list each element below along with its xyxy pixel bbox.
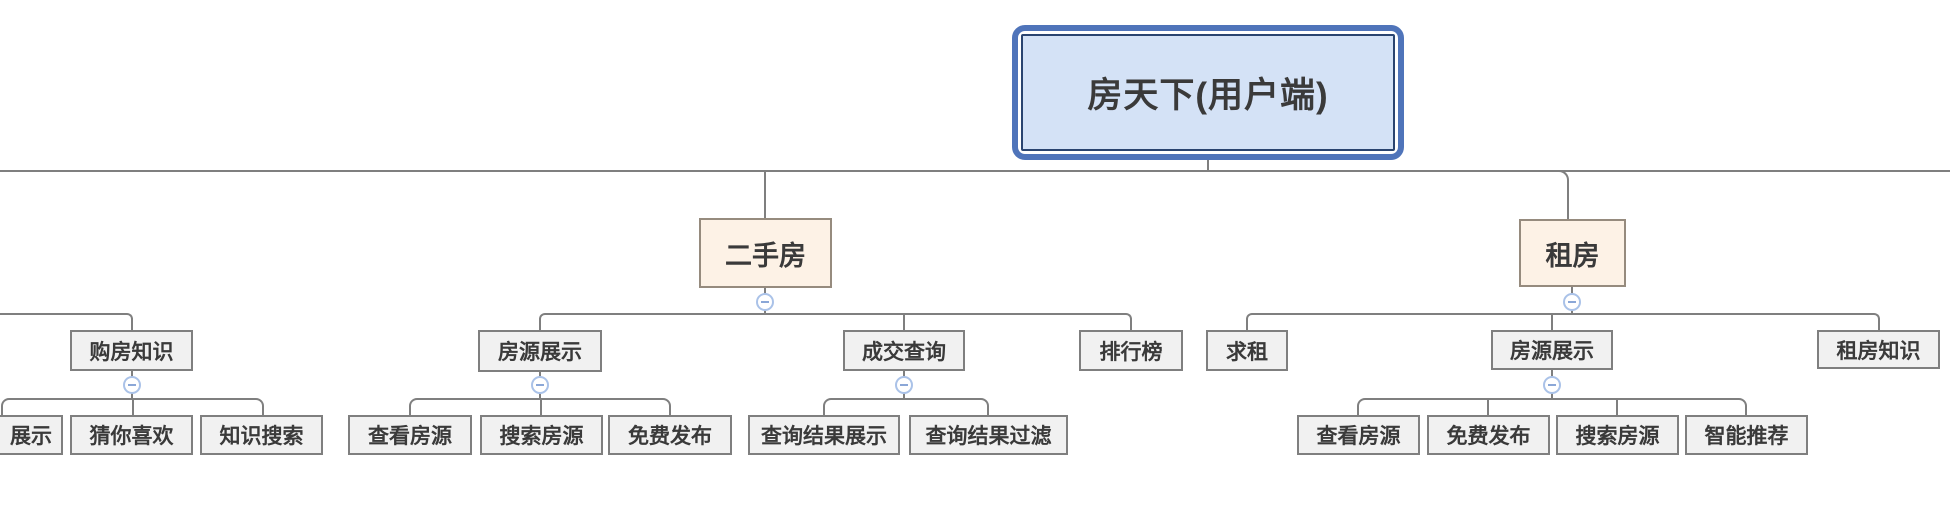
node-label: 知识搜索 <box>219 425 304 448</box>
node-zhishisousuo[interactable]: 知识搜索 <box>200 415 323 455</box>
node-chaxunjieguoguolv[interactable]: 查询结果过滤 <box>909 415 1068 455</box>
node-mianfeifabu-zufang[interactable]: 免费发布 <box>1427 415 1550 455</box>
connector <box>1556 170 1569 183</box>
node-chakanfangyuan-esf[interactable]: 查看房源 <box>348 415 472 455</box>
node-cainixihuan[interactable]: 猜你喜欢 <box>70 415 193 455</box>
node-chaxunjieguozhanshi[interactable]: 查询结果展示 <box>748 415 900 455</box>
minus-icon <box>536 384 544 386</box>
node-goufangzhishi[interactable]: 购房知识 <box>70 330 193 371</box>
collapse-button-goufangzhishi[interactable] <box>123 376 141 394</box>
node-label: 房源展示 <box>1510 340 1594 363</box>
node-sousuofangyuan-esf[interactable]: 搜索房源 <box>480 415 603 455</box>
connector <box>1616 398 1618 415</box>
node-label: 查询结果过滤 <box>925 425 1052 448</box>
node-fangyuanzhanshi-zufang[interactable]: 房源展示 <box>1491 330 1613 370</box>
connector <box>1207 160 1209 171</box>
collapse-button-fangyuanzhanshi-zufang[interactable] <box>1543 376 1561 394</box>
node-mianfeifabu-esf[interactable]: 免费发布 <box>608 415 732 455</box>
connector <box>0 170 1950 172</box>
minus-icon <box>761 301 769 303</box>
connector <box>1246 313 1880 330</box>
node-label: 搜索房源 <box>1575 425 1660 448</box>
collapse-button-chengjiaochaxun[interactable] <box>895 376 913 394</box>
node-label: 免费发布 <box>1446 425 1531 448</box>
node-zufang[interactable]: 租房 <box>1519 219 1626 287</box>
collapse-button-fangyuanzhanshi-esf[interactable] <box>531 376 549 394</box>
node-label: 排行榜 <box>1099 340 1163 364</box>
connector <box>1567 181 1569 219</box>
connector <box>132 398 134 415</box>
minus-icon <box>128 384 136 386</box>
node-label: 查看房源 <box>1316 425 1401 448</box>
node-label: 租房知识 <box>1836 339 1921 363</box>
minus-icon <box>900 384 908 386</box>
node-fangtianxia-root[interactable]: 房天下(用户端) <box>1012 25 1404 160</box>
node-label: 展示 <box>10 425 52 448</box>
node-zhinengtuijian[interactable]: 智能推荐 <box>1685 415 1808 455</box>
node-label: 查询结果展示 <box>761 425 887 448</box>
node-label: 二手房 <box>725 240 806 271</box>
node-zufangzhishi[interactable]: 租房知识 <box>1817 330 1940 369</box>
connector <box>1551 313 1553 330</box>
collapse-button-zufang[interactable] <box>1563 293 1581 311</box>
root-label: 房天下(用户端) <box>1021 34 1395 151</box>
node-chengjiaochaxun[interactable]: 成交查询 <box>843 330 965 371</box>
connector <box>903 313 905 330</box>
node-zhanshi-clipped[interactable]: 展示 <box>0 415 63 455</box>
connector <box>1487 398 1489 415</box>
node-label: 猜你喜欢 <box>89 425 174 448</box>
connector <box>764 170 766 218</box>
node-chakanfangyuan-zufang[interactable]: 查看房源 <box>1297 415 1420 455</box>
node-label: 搜索房源 <box>499 425 584 448</box>
node-label: 房源展示 <box>498 341 582 364</box>
node-qiuzu[interactable]: 求租 <box>1206 330 1288 371</box>
connector <box>0 313 133 330</box>
connector <box>540 398 542 415</box>
node-label: 购房知识 <box>89 340 174 364</box>
collapse-button-ershoufang[interactable] <box>756 293 774 311</box>
node-paihangbang[interactable]: 排行榜 <box>1079 330 1183 371</box>
minus-icon <box>1548 384 1556 386</box>
connector <box>1357 398 1747 415</box>
connector <box>823 398 989 415</box>
node-label: 成交查询 <box>862 340 946 364</box>
node-label: 租房 <box>1545 240 1600 271</box>
node-label: 免费发布 <box>628 425 712 448</box>
node-sousuofangyuan-zufang[interactable]: 搜索房源 <box>1556 415 1679 455</box>
node-label: 查看房源 <box>368 425 452 448</box>
node-fangyuanzhanshi-esf[interactable]: 房源展示 <box>478 330 602 372</box>
node-ershoufang[interactable]: 二手房 <box>699 218 832 288</box>
node-label: 求租 <box>1226 340 1268 364</box>
minus-icon <box>1568 301 1576 303</box>
connector <box>539 313 1132 330</box>
node-label: 智能推荐 <box>1704 425 1789 448</box>
